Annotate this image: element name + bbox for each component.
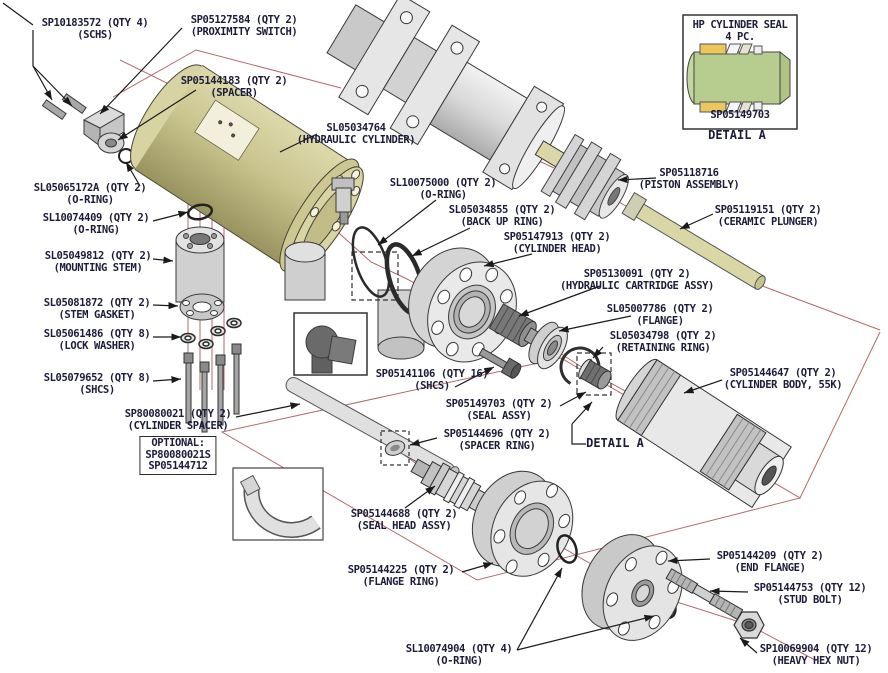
label-shcs-8: SL05079652 (QTY 8) (SHCS) <box>43 372 151 396</box>
label-shcs-16: SP05141106 (QTY 16) (SHCS) <box>375 368 489 392</box>
label-ceramic-plunger: SP05119151 (QTY 2) (CERAMIC PLUNGER) <box>714 204 822 228</box>
label-o-ring-3: SL10075000 (QTY 2) (O-RING) <box>389 177 497 201</box>
cylinder-head-part <box>408 247 517 363</box>
label-flange: SL05007786 (QTY 2) (FLANGE) <box>606 303 714 327</box>
spacer-ring-part <box>380 430 410 466</box>
ceramic-plunger-part <box>621 191 766 290</box>
label-seal-assy: SP05149703 (QTY 2) (SEAL ASSY) <box>445 398 553 422</box>
label-piston-assembly: SP05118716 (PISTON ASSEMBLY) <box>638 167 740 191</box>
label-stud-bolt: SP05144753 (QTY 12) (STUD BOLT) <box>753 582 867 606</box>
o-ring-2-part <box>186 203 214 221</box>
shcs-16-part <box>478 347 522 379</box>
label-cylinder-head: SP05147913 (QTY 2) (CYLINDER HEAD) <box>503 231 611 255</box>
label-detail-a-ref: DETAIL A <box>586 436 644 450</box>
inset-shcs-detail <box>293 312 368 376</box>
label-cylinder-spacer: SP80080021 (QTY 2) (CYLINDER SPACER) <box>124 408 232 432</box>
label-schs-4: SP10183572 (QTY 4) (SCHS) <box>41 17 149 41</box>
hydraulic-cartridge-part <box>488 303 539 347</box>
label-retaining-ring: SL05034798 (QTY 2) (RETAINING RING) <box>609 330 717 354</box>
assembled-cylinder-unit <box>326 0 580 191</box>
label-heavy-hex-nut: SP10069904 (QTY 12) (HEAVY HEX NUT) <box>759 643 873 667</box>
flange-ring-part <box>471 470 574 577</box>
inset-seal-shell-detail <box>232 467 324 541</box>
port-fitting <box>331 177 355 225</box>
label-end-flange: SP05144209 (QTY 2) (END FLANGE) <box>716 550 824 574</box>
label-seal-head-assy: SP05144688 (QTY 2) (SEAL HEAD ASSY) <box>350 508 458 532</box>
label-detail-a-caption: DETAIL A <box>708 128 766 142</box>
label-lock-washer: SL05061486 (QTY 8) (LOCK WASHER) <box>43 328 151 352</box>
label-hydraulic-cylinder: SL05034764 (HYDRAULIC CYLINDER) <box>296 122 416 146</box>
label-hp-seal-title: HP CYLINDER SEAL 4 PC. <box>692 19 788 43</box>
label-o-ring-2: SL10074409 (QTY 2) (O-RING) <box>42 212 150 236</box>
lock-washer-parts <box>180 317 242 350</box>
label-spacer-ring: SP05144696 (QTY 2) (SPACER RING) <box>443 428 551 452</box>
leader-lines <box>2 2 758 654</box>
label-cylinder-body: SP05144647 (QTY 2) (CYLINDER BODY, 55K) <box>723 367 843 391</box>
label-back-up-ring: SL05034855 (QTY 2) (BACK UP RING) <box>448 204 556 228</box>
shcs-screw-parts <box>183 343 242 433</box>
seal-assy-part <box>576 352 612 396</box>
stem-gasket-part <box>179 293 225 321</box>
label-mounting-stem: SL05049812 (QTY 2) (MOUNTING STEM) <box>44 250 152 274</box>
label-o-ring-1: SL05065172A (QTY 2) (O-RING) <box>33 182 147 206</box>
o-ring-4a-part <box>556 534 578 564</box>
label-proximity-switch: SP05127584 (QTY 2) (PROXIMITY SWITCH) <box>190 14 298 38</box>
label-spacer: SP05144183 (QTY 2) (SPACER) <box>180 75 288 99</box>
piston-assembly-part <box>540 133 629 221</box>
stud-bolt-part <box>665 568 744 621</box>
cylinder-body-part <box>615 358 792 509</box>
label-o-ring-4: SL10074904 (QTY 4) (O-RING) <box>405 643 513 667</box>
detail-a-box <box>682 14 798 130</box>
label-stem-gasket: SL05081872 (QTY 2) (STEM GASKET) <box>43 297 151 321</box>
label-flange-ring: SP05144225 (QTY 2) (FLANGE RING) <box>347 564 455 588</box>
end-flange-part <box>581 534 683 641</box>
label-optional: OPTIONAL: SP80080021S SP05144712 <box>139 436 217 475</box>
label-hp-seal-part: SP05149703 <box>710 109 770 121</box>
hex-nut-part <box>733 611 765 639</box>
proximity-switch-parts <box>41 93 134 164</box>
flange-part <box>528 321 568 370</box>
label-hydraulic-cartridge: SP05130091 (QTY 2) (HYDRAULIC CARTRIDGE … <box>560 268 714 292</box>
